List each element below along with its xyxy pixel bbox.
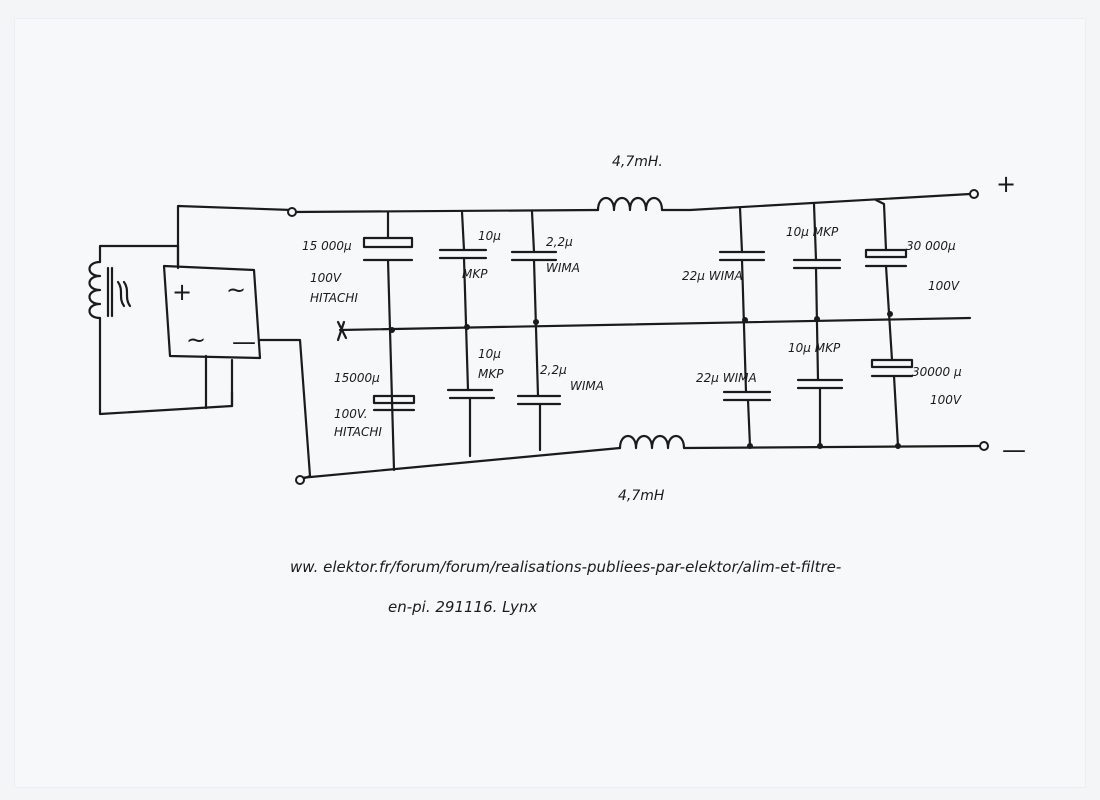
cap-c2-value: 15000µ	[334, 371, 380, 385]
junction-dot	[533, 319, 539, 325]
capacitor-column-4	[718, 206, 772, 449]
cap-c6-value: 2,2µ	[540, 363, 567, 377]
cap-c11-value: 30 000µ	[906, 239, 956, 253]
junction-dot	[389, 327, 395, 333]
input-terminal-top	[287, 207, 297, 217]
cap-c4-value: 10µ	[478, 347, 501, 361]
electrolytic-capacitor-c1	[362, 236, 414, 249]
output-terminal-minus	[979, 441, 989, 451]
terminal-plus-label: +	[996, 170, 1016, 198]
bridge-minus-label: —	[232, 328, 256, 356]
junction-dot	[747, 443, 753, 449]
cap-c2-voltage: 100V.	[334, 407, 368, 421]
electrolytic-capacitor-c11	[864, 248, 908, 259]
negative-rail	[298, 434, 982, 480]
cap-c7-label: 22µ WIMA	[682, 269, 743, 283]
cap-c2-brand: HITACHI	[334, 425, 382, 439]
junction-dot	[895, 443, 901, 449]
junction-dot	[887, 311, 893, 317]
cap-c6-brand: WIMA	[570, 379, 604, 393]
output-terminal-plus	[969, 189, 979, 199]
terminal-minus-label: —	[1002, 436, 1026, 464]
cap-c12-voltage: 100V	[930, 393, 962, 407]
inductor-bottom-label: 4,7mH	[618, 488, 665, 504]
inductor-top-label: 4,7mH.	[612, 154, 663, 170]
electrolytic-capacitor-c12	[870, 358, 914, 369]
cap-c11-voltage: 100V	[928, 279, 960, 293]
cap-c1-brand: HITACHI	[310, 291, 358, 305]
capacitor-column-6	[864, 198, 914, 449]
capacitor-column-3	[510, 210, 562, 452]
cap-c9-label: 10µ MKP	[786, 225, 839, 239]
cap-c3-type: MKP	[462, 267, 488, 281]
cap-c8-label: 22µ WIMA	[696, 371, 757, 385]
capacitor-column-1	[362, 210, 416, 472]
transformer-symbol	[88, 244, 234, 416]
center-ground-rail	[336, 316, 972, 342]
cap-c12-value: 30000 µ	[912, 365, 962, 379]
cap-c10-label: 10µ MKP	[788, 341, 841, 355]
electrolytic-capacitor-c2	[372, 394, 416, 405]
cap-c1-value: 15 000µ	[302, 239, 352, 253]
cap-c5-brand: WIMA	[546, 261, 580, 275]
input-terminal-bottom	[295, 475, 305, 485]
capacitor-column-5	[792, 202, 844, 449]
bridge-ac2-label: ~	[186, 326, 206, 354]
source-url-line-2: en-pi. 291116. Lynx	[388, 598, 537, 616]
junction-dot	[814, 316, 820, 322]
cap-c3-value: 10µ	[478, 229, 501, 243]
ground-tick-icon	[336, 320, 348, 342]
junction-dot	[742, 317, 748, 323]
cap-c5-value: 2,2µ	[546, 235, 573, 249]
cap-c1-voltage: 100V	[310, 271, 342, 285]
source-url-line-1: ww. elektor.fr/forum/forum/realisations-…	[290, 558, 841, 576]
junction-dot	[464, 324, 470, 330]
positive-rail	[290, 192, 972, 214]
bridge-plus-label: +	[172, 278, 192, 306]
junction-dot	[817, 443, 823, 449]
cap-c4-type: MKP	[478, 367, 504, 381]
bridge-ac1-label: ~	[226, 276, 246, 304]
capacitor-column-2	[438, 210, 496, 458]
